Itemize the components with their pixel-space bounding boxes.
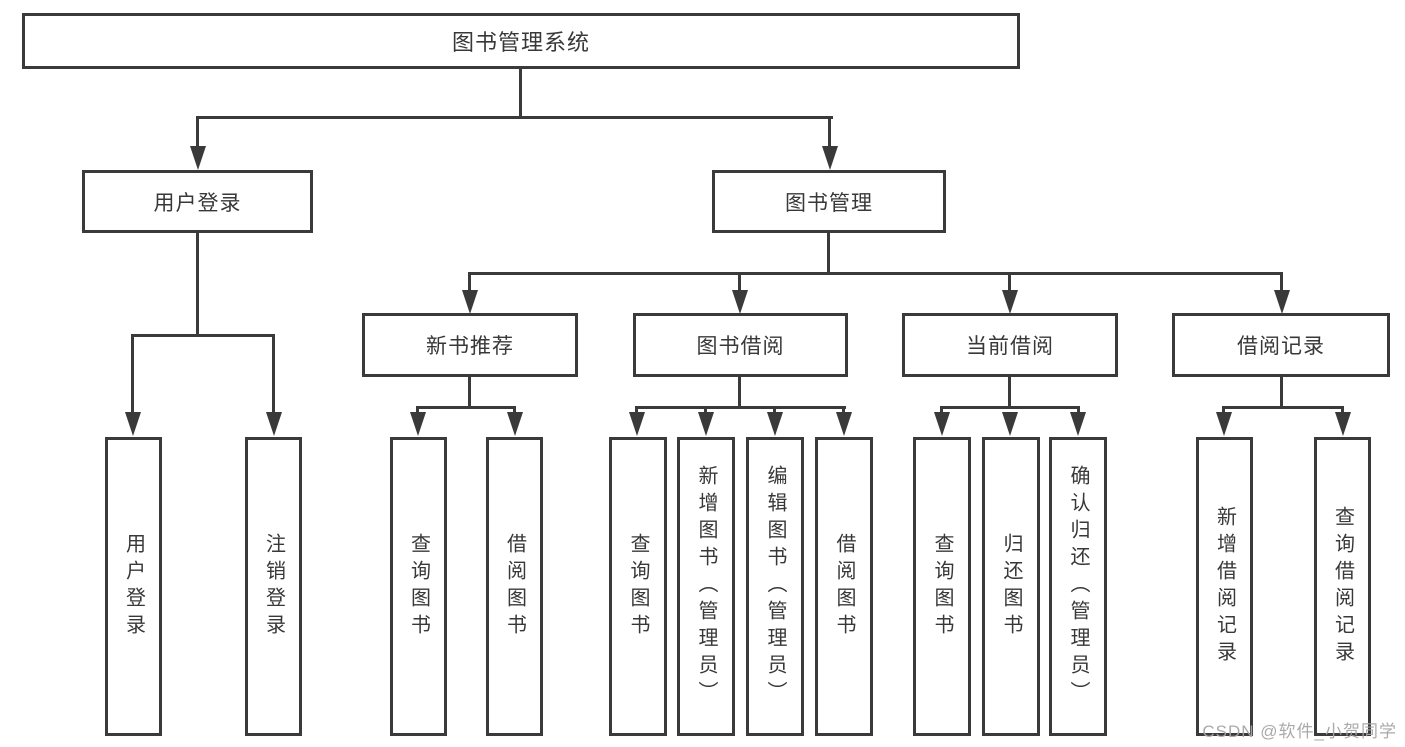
node-label: 借阅图书 <box>503 532 526 641</box>
arrow-down-icon <box>410 412 426 436</box>
connector-line <box>468 377 471 409</box>
leaf-logout: 注销登录 <box>245 437 302 736</box>
connector-line <box>1222 406 1344 409</box>
arrow-down-icon <box>1216 412 1232 436</box>
connector-line <box>468 272 1283 275</box>
watermark: CSDN @软件_小贺同学 <box>1202 722 1397 741</box>
connector-line <box>519 68 522 119</box>
node-label: 确认归还（管理员） <box>1067 465 1089 708</box>
leaf-user-login: 用户登录 <box>105 437 162 736</box>
leaf-borrow-add-books-admin: 新增图书（管理员） <box>677 437 735 736</box>
node-borrow-records: 借阅记录 <box>1172 313 1390 377</box>
leaf-borrow-edit-books-admin: 编辑图书（管理员） <box>746 437 804 736</box>
leaf-newbook-query-books: 查询图书 <box>390 437 447 736</box>
connector-line <box>131 334 134 416</box>
arrow-down-icon <box>1335 412 1351 436</box>
arrow-down-icon <box>836 412 852 436</box>
arrow-down-icon <box>1002 412 1018 436</box>
node-label: 图书借阅 <box>696 335 785 358</box>
arrow-down-icon <box>1002 290 1018 314</box>
node-label: 图书管理系统 <box>451 30 590 55</box>
arrow-down-icon <box>629 412 645 436</box>
arrow-down-icon <box>190 146 206 170</box>
node-label: 图书管理 <box>785 191 873 215</box>
connector-line <box>1008 272 1011 294</box>
node-label: 查询图书 <box>627 532 649 641</box>
connector-line <box>738 272 741 294</box>
leaf-current-return-books: 归还图书 <box>982 437 1040 736</box>
connector-line <box>196 116 833 119</box>
node-label: 查询图书 <box>931 532 953 641</box>
leaf-borrow-borrow-books: 借阅图书 <box>815 437 873 736</box>
connector-line <box>1008 377 1011 409</box>
leaf-records-add-record: 新增借阅记录 <box>1196 437 1253 736</box>
arrow-down-icon <box>698 412 714 436</box>
leaf-records-query-record: 查询借阅记录 <box>1314 437 1371 736</box>
connector-line <box>738 377 741 409</box>
arrow-down-icon <box>732 290 748 314</box>
arrow-down-icon <box>934 412 950 436</box>
connector-line <box>940 406 1080 409</box>
connector-line <box>416 406 516 409</box>
arrow-down-icon <box>767 412 783 436</box>
connector-line <box>272 334 275 416</box>
node-book-borrow: 图书借阅 <box>633 313 848 377</box>
arrow-down-icon <box>462 290 478 314</box>
node-label: 编辑图书（管理员） <box>764 465 786 708</box>
node-label: 新增图书（管理员） <box>695 465 717 708</box>
node-current-borrow: 当前借阅 <box>902 313 1118 377</box>
connector-line <box>827 233 830 275</box>
leaf-current-confirm-return-admin: 确认归还（管理员） <box>1049 437 1107 736</box>
node-label: 用户登录 <box>122 532 145 641</box>
arrow-down-icon <box>1274 290 1290 314</box>
node-label: 新增借阅记录 <box>1213 505 1236 668</box>
arrow-down-icon <box>1070 412 1086 436</box>
leaf-newbook-borrow-books: 借阅图书 <box>486 437 543 736</box>
node-label: 借阅记录 <box>1237 335 1325 358</box>
connector-line <box>196 116 199 152</box>
connector-line <box>131 334 275 337</box>
connector-line <box>828 116 831 152</box>
node-label: 归还图书 <box>1000 532 1022 641</box>
arrow-down-icon <box>125 412 141 436</box>
node-label: 借阅图书 <box>833 532 855 641</box>
node-label: 注销登录 <box>262 532 285 641</box>
connector-line <box>468 272 471 294</box>
node-label: 新书推荐 <box>426 335 514 358</box>
connector-line <box>1280 377 1283 409</box>
node-label: 用户登录 <box>153 191 242 215</box>
node-new-book-recommend: 新书推荐 <box>362 313 578 377</box>
connector-line <box>1280 272 1283 294</box>
arrow-down-icon <box>822 146 838 170</box>
node-library-system: 图书管理系统 <box>22 13 1020 69</box>
node-user-login: 用户登录 <box>82 170 313 233</box>
node-label: 当前借阅 <box>966 335 1054 358</box>
leaf-current-query-books: 查询图书 <box>913 437 971 736</box>
arrow-down-icon <box>266 412 282 436</box>
node-label: 查询借阅记录 <box>1331 505 1354 668</box>
connector-line <box>196 233 199 337</box>
connector-line <box>635 406 846 409</box>
node-book-management: 图书管理 <box>712 170 946 233</box>
leaf-borrow-query-books: 查询图书 <box>609 437 667 736</box>
arrow-down-icon <box>507 412 523 436</box>
node-label: 查询图书 <box>407 532 430 641</box>
